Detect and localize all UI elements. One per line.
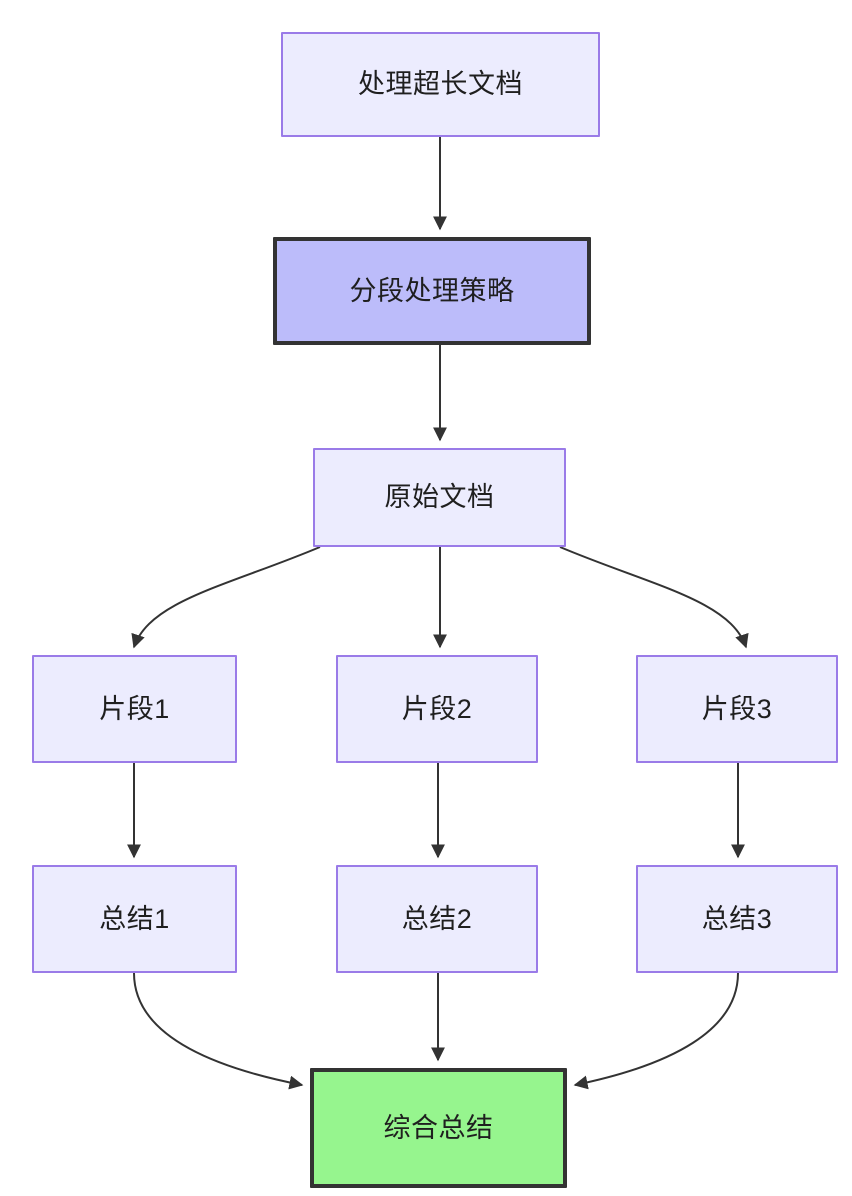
node-label: 片段2 [401,693,473,724]
node-label: 总结1 [99,903,170,934]
node-label: 综合总结 [383,1112,494,1143]
node-fragment-1[interactable]: 片段1 [32,655,237,763]
node-chunking-strategy[interactable]: 分段处理策略 [273,237,591,345]
edge-sum3-to-final [573,972,739,1090]
node-source-document[interactable]: 原始文档 [313,448,566,547]
node-fragment-2[interactable]: 片段2 [336,655,538,763]
node-label: 处理超长文档 [358,69,523,100]
node-label: 分段处理策略 [349,275,515,306]
edge-source-to-frag1 [131,546,321,649]
node-label: 片段1 [99,693,170,724]
node-summary-3[interactable]: 总结3 [636,865,838,973]
node-label: 总结3 [701,903,773,934]
node-summary-2[interactable]: 总结2 [336,865,538,973]
edge-sum1-to-final [133,972,304,1090]
node-label: 总结2 [401,903,473,934]
node-comprehensive-summary[interactable]: 综合总结 [310,1068,567,1188]
node-label: 片段3 [701,693,773,724]
edge-source-to-frag3 [559,546,749,649]
node-summary-1[interactable]: 总结1 [32,865,237,973]
node-process-long-document[interactable]: 处理超长文档 [281,32,600,137]
node-label: 原始文档 [384,482,495,513]
node-fragment-3[interactable]: 片段3 [636,655,838,763]
